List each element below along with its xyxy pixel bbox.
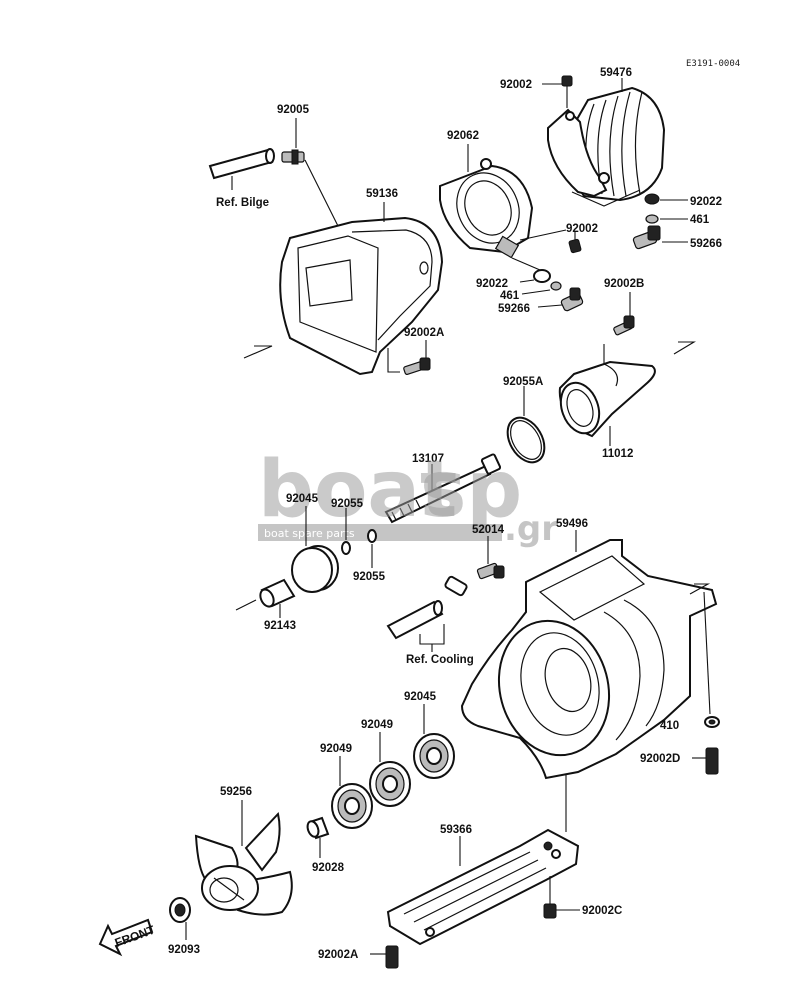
- direction-arrow-right-low: [689, 583, 711, 595]
- pump-case-59136: [279, 202, 444, 376]
- label-92049-b: 92049: [320, 743, 352, 755]
- label-461-left: 461: [500, 290, 520, 302]
- label-461-right: 461: [690, 214, 710, 226]
- label-92002b: 92002B: [604, 278, 644, 290]
- bolt-92002b: [613, 292, 635, 336]
- label-410: 410: [660, 720, 679, 732]
- label-92045-lower: 92045: [404, 691, 437, 703]
- label-59266-left: 59266: [498, 303, 530, 315]
- bolt-92002a-upper: [403, 340, 431, 375]
- watermark-tld: .gr: [504, 509, 558, 549]
- bearing-92045-upper: [291, 506, 339, 593]
- washer-410: [704, 716, 720, 728]
- ring-92062: [439, 144, 534, 259]
- o-ring-92055a: [506, 386, 546, 464]
- drawing-code: E3191-0004: [686, 59, 740, 69]
- elbow-59266-right: [632, 225, 688, 250]
- label-92093: 92093: [168, 944, 200, 956]
- bolt-92002-top: [542, 75, 573, 108]
- label-92055-a: 92055: [331, 498, 364, 510]
- label-92143: 92143: [264, 620, 296, 632]
- washer-92022-left: [511, 257, 551, 283]
- label-59366: 59366: [440, 824, 472, 836]
- pump-housing-59496: [460, 530, 718, 832]
- watermark-brand-left: boat: [258, 445, 457, 535]
- plate-59366: [386, 828, 580, 946]
- bolt-92002c: [543, 876, 580, 919]
- front-direction-marker: FRONT: [98, 918, 157, 957]
- label-92062: 92062: [447, 130, 479, 142]
- watermark-tagline: boat spare parts: [264, 527, 355, 540]
- label-92055a: 92055A: [503, 376, 543, 388]
- seal-92093: [169, 897, 191, 940]
- label-92002a-bottom: 92002A: [318, 949, 358, 961]
- label-11012: 11012: [602, 448, 633, 460]
- bearing-92045-lower: [413, 704, 455, 779]
- label-92002a-upper: 92002A: [404, 327, 444, 339]
- ref-cooling-label: Ref. Cooling: [406, 654, 474, 666]
- cooling-hose: [386, 575, 468, 652]
- direction-arrow-small: [235, 599, 257, 611]
- label-13107: 13107: [412, 453, 444, 465]
- shaft-13107: [384, 453, 502, 524]
- seal-92055-b: [367, 529, 377, 568]
- duct-59476: [547, 78, 666, 207]
- washer-461-right: [645, 214, 688, 224]
- label-92002-mid: 92002: [566, 223, 598, 235]
- fitting-52014: [476, 536, 505, 580]
- bearing-92049-a: [369, 732, 411, 807]
- label-59136: 59136: [366, 188, 398, 200]
- bolt-92002a-bottom: [370, 945, 399, 969]
- label-92002d: 92002D: [640, 753, 680, 765]
- label-59476: 59476: [600, 67, 632, 79]
- washer-461-left: [521, 281, 562, 295]
- direction-arrow-right: [673, 341, 696, 355]
- label-92022-right: 92022: [690, 196, 722, 208]
- label-92045-upper: 92045: [286, 493, 319, 505]
- nozzle-11012: [558, 344, 656, 446]
- elbow-59266-left: [537, 287, 584, 312]
- label-59266-right: 59266: [690, 238, 722, 250]
- label-59256: 59256: [220, 786, 252, 798]
- fitting-92005: [281, 118, 346, 241]
- label-92022-left: 92022: [476, 278, 508, 290]
- label-92002-top: 92002: [500, 79, 532, 91]
- watermark: boat sp boat spare parts .gr: [258, 445, 558, 549]
- ref-bilge-label: Ref. Bilge: [216, 197, 269, 209]
- label-92005: 92005: [277, 104, 310, 116]
- label-92002c: 92002C: [582, 905, 622, 917]
- impeller-59256: [194, 800, 293, 916]
- washer-92022-right: [644, 193, 688, 205]
- direction-arrow-left: [243, 345, 273, 359]
- label-92028: 92028: [312, 862, 345, 874]
- bilge-hose: [208, 148, 275, 190]
- bolt-92002-mid: [519, 229, 582, 254]
- bolt-92002d: [692, 747, 719, 775]
- watermark-brand-right: sp: [420, 445, 522, 535]
- label-92055-b: 92055: [353, 571, 386, 583]
- sleeve-92028: [306, 816, 330, 858]
- bearing-92049-b: [331, 756, 373, 829]
- seal-92055-a: [341, 508, 351, 555]
- label-59496: 59496: [556, 518, 588, 530]
- sleeve-92143: [259, 578, 296, 618]
- label-92049-a: 92049: [361, 719, 393, 731]
- label-52014: 52014: [472, 524, 505, 536]
